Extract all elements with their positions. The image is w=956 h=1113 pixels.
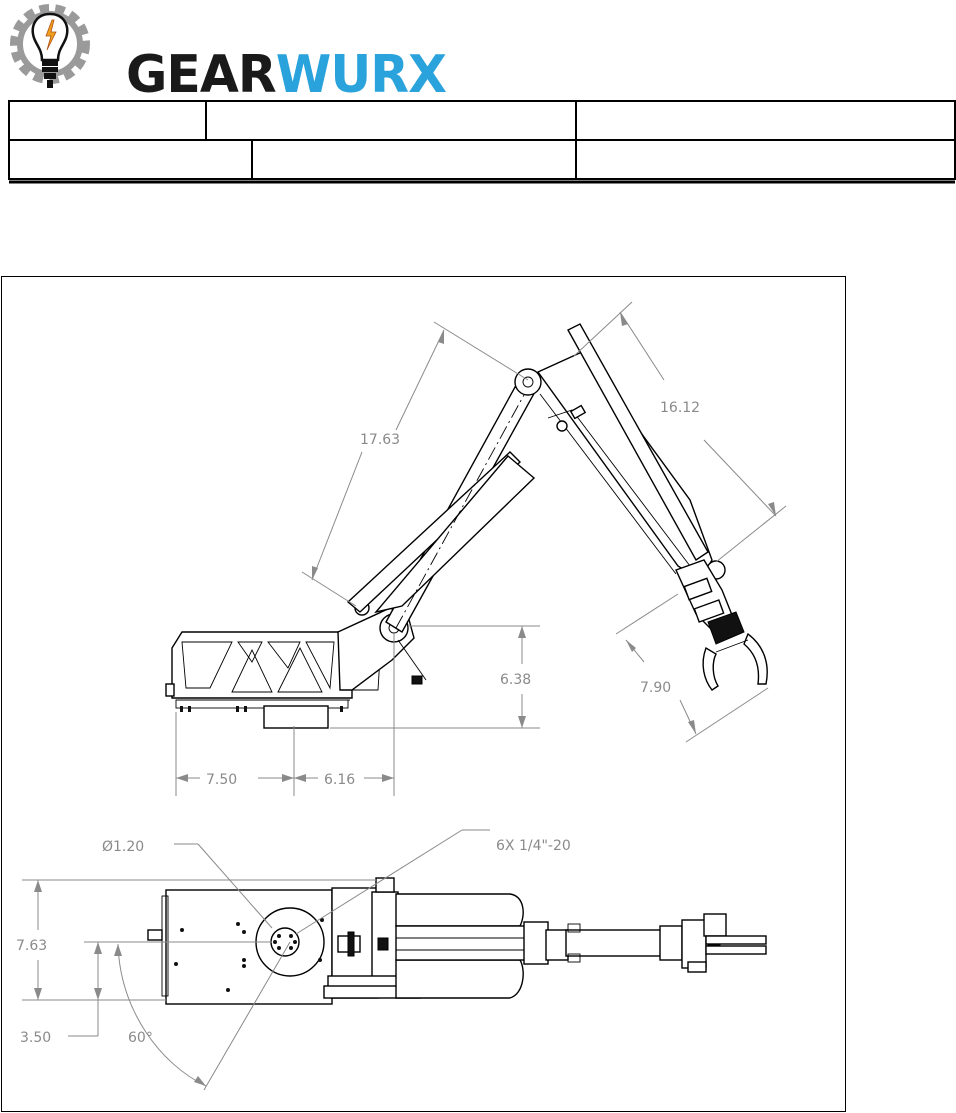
dimension-width: 7.63 [16,879,376,1001]
base-body [165,623,383,729]
forearm [536,323,726,581]
dim-label-forearm: 16.12 [660,400,700,416]
dim-label-upper-arm: 17.63 [360,432,400,448]
dim-label-center-offset: 3.50 [20,1030,51,1046]
svg-text:GEARWURX: GEARWURX [126,45,447,100]
brand-name-part1: GEAR [126,45,276,100]
brand-name-part2: WURX [276,45,447,100]
dimension-center-offset: 3.50 [20,941,272,1046]
top-view: Ø1.20 6X 1/4"-20 7.63 3.50 [16,829,767,1091]
dim-label-angle: 60° [128,1030,153,1046]
dimension-upper-arm: 17.63 [301,321,529,607]
wrist-gripper [675,559,768,691]
dim-label-width: 7.63 [16,938,47,954]
base-plate-top [147,889,333,1005]
dimension-forearm: 16.12 [573,301,787,563]
gripper-top [659,913,767,973]
gear-lightbulb-icon [10,4,90,88]
drawing-frame [1,276,846,1112]
dimension-bolt-pattern: 6X 1/4"-20 [295,829,571,935]
dim-label-hole-diameter: Ø1.20 [102,839,144,855]
brand-logo-text: GEARWURX [126,45,448,100]
lightbulb-icon [31,12,69,88]
dim-label-shoulder-height: 6.38 [500,672,531,688]
shoulder-bracket [337,600,427,691]
bolt-holes [273,934,297,950]
side-view: 17.63 16.12 7.90 [165,301,787,796]
dim-label-base-rear: 7.50 [206,772,237,788]
dimension-shoulder-height: 6.38 [330,625,540,729]
arm-top [395,893,663,999]
dim-label-base-front: 6.16 [324,772,355,788]
dim-label-bolt-pattern: 6X 1/4"-20 [496,838,571,854]
dimension-gripper: 7.90 [615,593,769,743]
dim-label-gripper: 7.90 [640,680,671,696]
dimension-angle: 60° [114,941,291,1091]
upper-arm [346,368,542,633]
dimension-hole-diameter: Ø1.20 [102,839,273,929]
dimension-base-length: 7.50 6.16 [175,634,395,796]
title-block-table [8,100,956,184]
lightning-bolt-icon [45,19,57,51]
